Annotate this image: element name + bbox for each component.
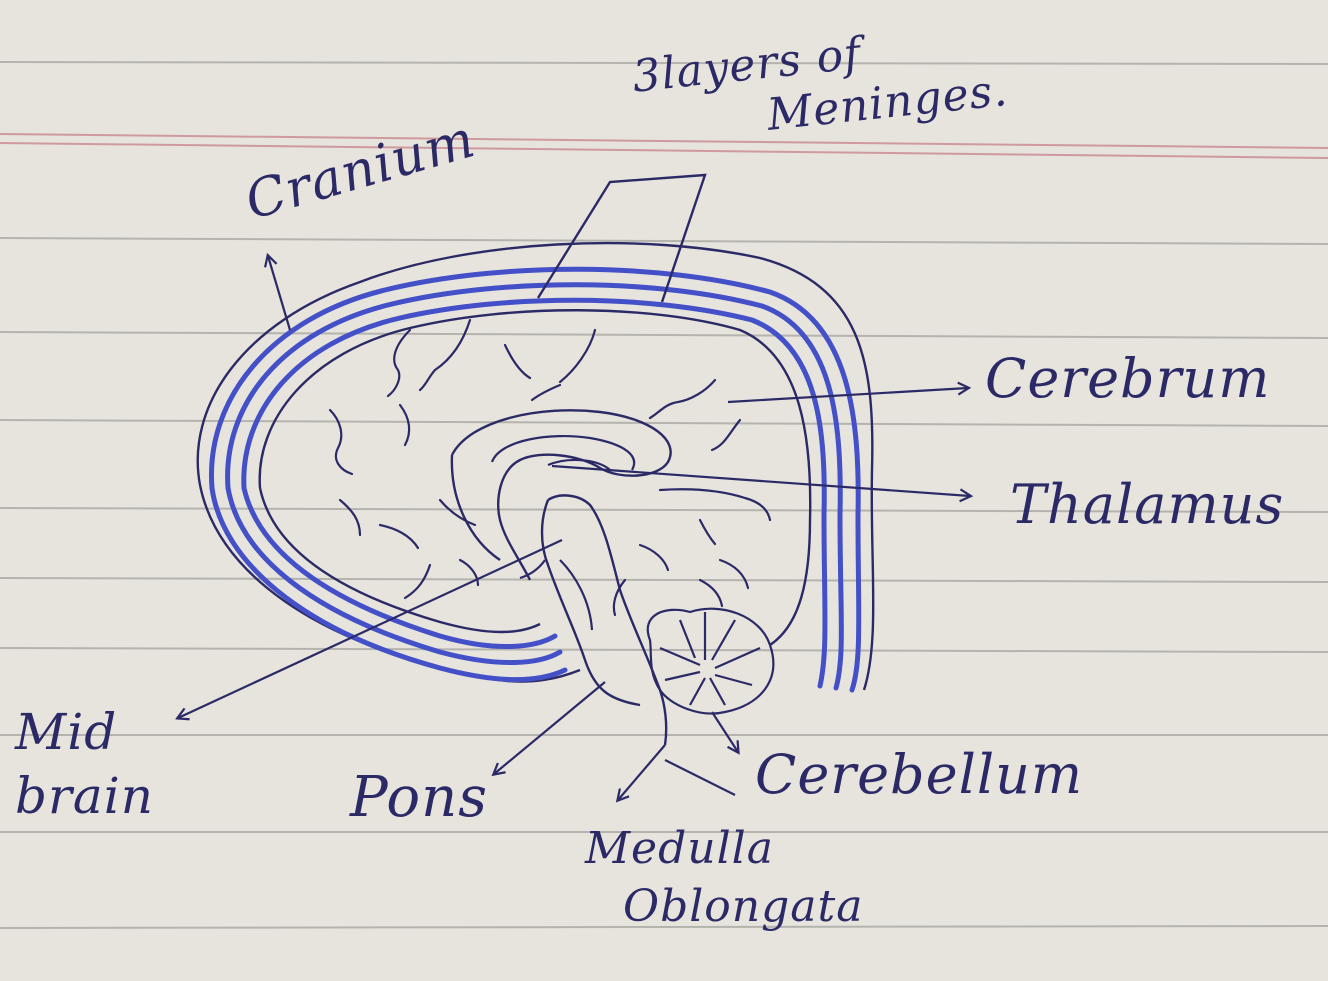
cerebrum-label: Cerebrum [985,352,1270,406]
cerebellum-label: Cerebellum [755,748,1083,802]
pons-label: Pons [350,770,488,826]
midbrain-label-line2: brain [15,764,154,828]
medulla-label: Medulla Oblongata [585,820,863,936]
midbrain-label-line1: Mid [15,700,154,764]
thalamus-label: Thalamus [1010,478,1284,532]
medulla-label-line2: Oblongata [585,878,863,936]
medulla-label-line1: Medulla [585,820,863,878]
midbrain-label: Mid brain [15,700,154,828]
